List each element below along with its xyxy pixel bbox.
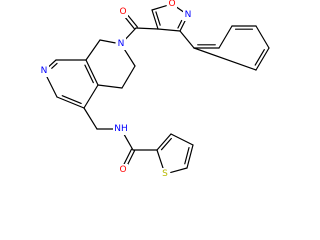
atom-label-o_co2: O — [119, 165, 126, 175]
single-bond-c_ch2c-c_pyr3 — [97, 84, 123, 89]
atom-o_iso: O — [167, 0, 177, 10]
atom-label-n_pyr: N — [41, 66, 48, 76]
bond-layer — [46, 5, 270, 174]
single-bond-n_ring-c_ch2b — [123, 48, 136, 67]
double-bond-c_th3-c_th2 — [156, 133, 172, 151]
double-bond-n_iso-c_iso3 — [179, 19, 186, 32]
double-bond-c_pyr4-c_pyr5 — [56, 96, 85, 109]
double-bond-c_co2-o_co2-b — [126, 150, 136, 166]
single-bond-o_iso-n_iso — [176, 6, 184, 13]
single-bond-c_co1-c_iso4 — [135, 27, 159, 30]
atom-label-background — [116, 38, 126, 50]
atom-label-background — [167, 0, 177, 10]
atom-o_co1: O — [118, 6, 128, 18]
atom-label-background — [113, 123, 129, 135]
double-bond-n_pyr-c_pyr1 — [47, 59, 57, 68]
double-bond-n_pyr-c_pyr1-inner — [51, 62, 58, 69]
atom-label-s_th: S — [162, 169, 168, 179]
single-bond-c_iso5-o_iso — [151, 5, 167, 11]
single-bond-n_amide-c_co2 — [123, 133, 134, 151]
single-bond-c_pyr2-c_ch2a — [85, 39, 101, 61]
atom-label-n_iso: N — [185, 10, 192, 20]
double-bond-c_iso4-c_iso5-inner — [155, 11, 161, 26]
atom-s_th: S — [160, 168, 170, 180]
double-bond-c_iso4-c_iso5 — [151, 9, 159, 30]
double-bond-c_ph5-c_ph6 — [255, 47, 270, 71]
single-bond-c_ch2b-c_ch2c — [121, 65, 136, 89]
double-bond-c_ph5-c_ph6-inner — [254, 49, 265, 66]
single-bond-c_ph6-c_ph1 — [193, 47, 257, 71]
atom-label-background — [160, 168, 170, 180]
double-bond-c_co1-o_co1-b — [124, 17, 136, 30]
single-bond-c_ph2-c_ph3 — [218, 25, 233, 49]
atom-label-background — [39, 65, 49, 77]
atom-n_ring: N — [116, 38, 126, 50]
double-bond-c_pyr2-c_pyr3-inner — [84, 64, 94, 84]
atom-o_co2: O — [118, 164, 128, 176]
molecule-structure: N N O O N NH O S — [0, 0, 300, 200]
atom-label-background — [118, 6, 128, 18]
single-bond-c_th4-c_th3 — [170, 133, 194, 146]
single-bond-c_iso3-c_ph1 — [179, 30, 195, 49]
atom-label-layer: N N O O N NH O S — [39, 0, 193, 180]
atom-n_pyr: N — [39, 65, 49, 77]
double-bond-c_th5-c_th4 — [186, 144, 194, 169]
single-bond-c_pyr4-c_ch2d — [83, 107, 98, 130]
double-bond-c_th5-c_th4-inner — [184, 147, 190, 165]
atom-label-n_amide: NH — [114, 124, 128, 134]
double-bond-n_iso-c_iso3-inner — [177, 19, 183, 29]
double-bond-c_pyr2-c_pyr3 — [85, 59, 99, 86]
single-bond-c_ch2a-n_ring — [99, 39, 116, 44]
atom-label-n_ring: N — [118, 39, 125, 49]
atom-label-o_iso: O — [168, 0, 175, 9]
single-bond-n_ring-c_co1 — [124, 27, 137, 41]
single-bond-c_pyr3-c_pyr4 — [83, 84, 99, 109]
single-bond-c_ph4-c_ph5 — [255, 25, 270, 49]
single-bond-c_pyr5-n_pyr — [46, 75, 58, 98]
atom-n_iso: N — [183, 9, 193, 21]
atom-label-background — [118, 164, 128, 176]
double-bond-c_co1-o_co1 — [127, 14, 138, 28]
atom-label-o_co1: O — [119, 7, 126, 17]
double-bond-c_pyr4-c_pyr5-inner — [61, 95, 82, 104]
atom-n_amide: NH — [113, 123, 129, 135]
single-bond-s_th-c_th5 — [170, 167, 188, 174]
background — [0, 0, 300, 200]
single-bond-c_iso3-c_iso4 — [157, 28, 181, 32]
single-bond-c_th2-s_th — [156, 149, 164, 169]
double-bond-c_co2-o_co2 — [123, 148, 133, 165]
atom-label-background — [183, 9, 193, 21]
double-bond-c_th3-c_th2-inner — [160, 137, 172, 151]
